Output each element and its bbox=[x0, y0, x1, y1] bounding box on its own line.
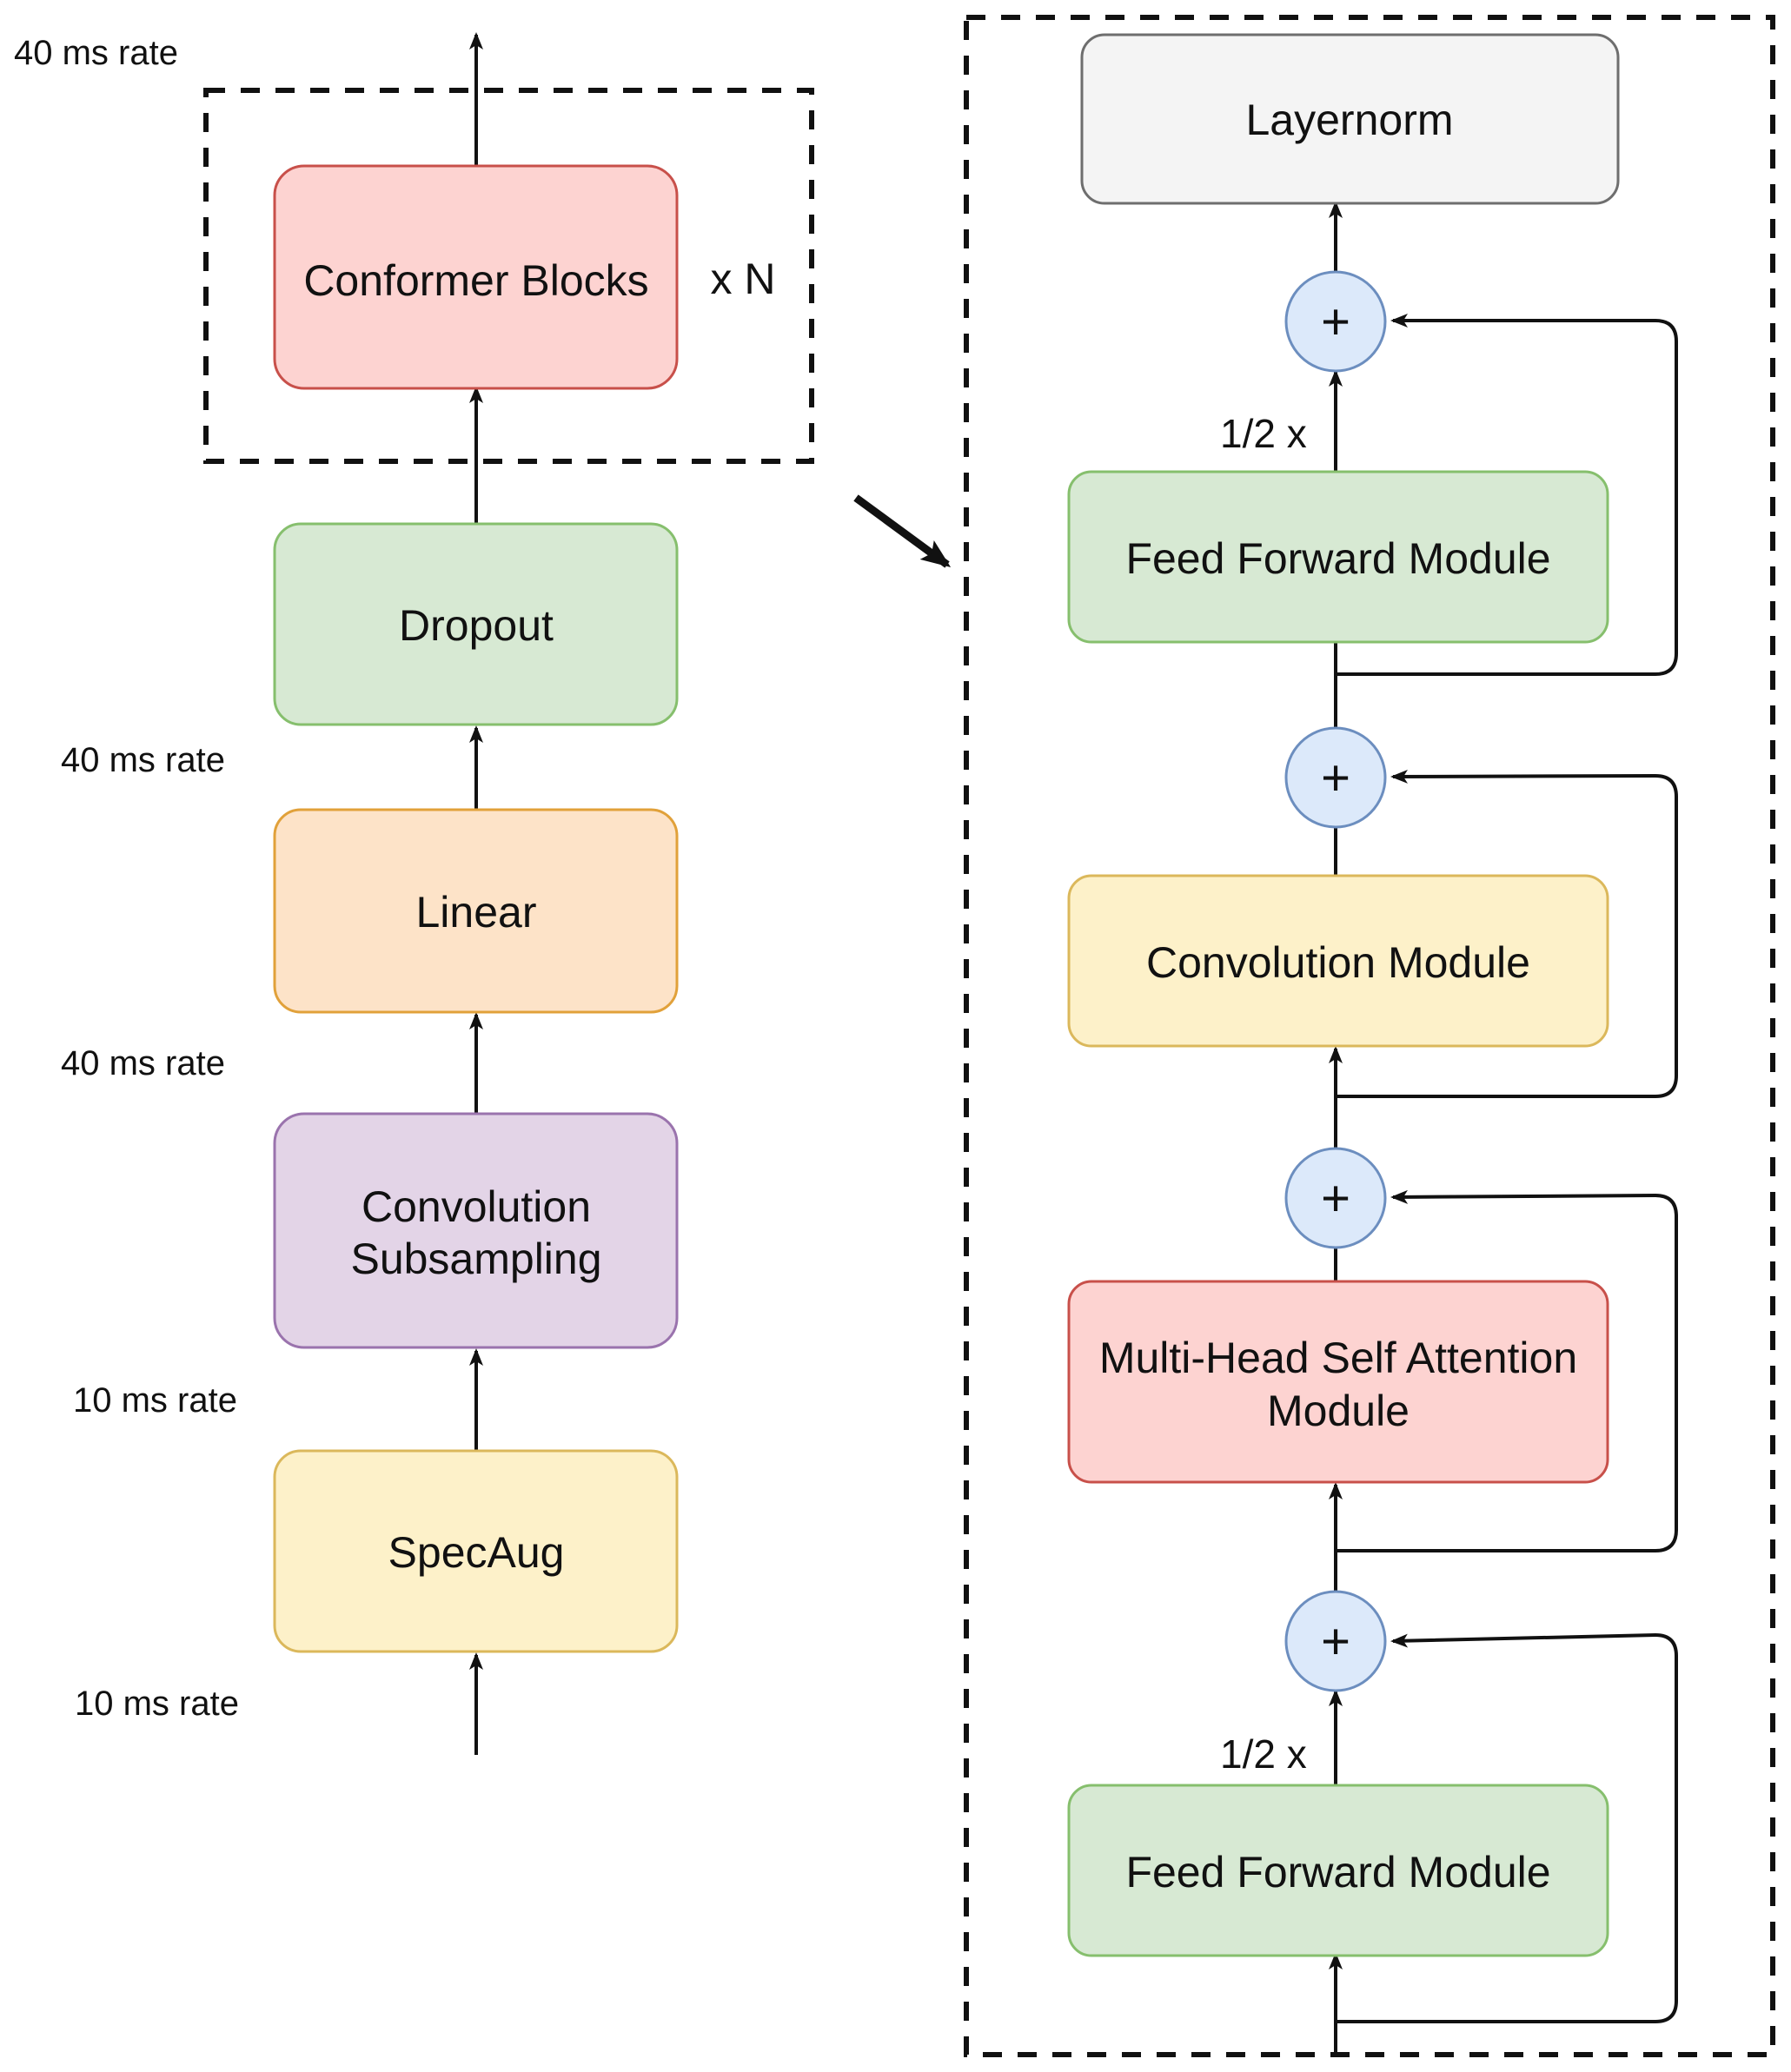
adder-3: + bbox=[1284, 726, 1387, 829]
conv-module-box: Convolution Module bbox=[1067, 874, 1609, 1048]
linear-label: Linear bbox=[416, 888, 537, 937]
adder-4: + bbox=[1284, 270, 1387, 373]
layernorm-box: Layernorm bbox=[1080, 33, 1620, 205]
mhsa-box: Multi-Head Self Attention Module bbox=[1067, 1280, 1609, 1484]
adder-1-plus: + bbox=[1321, 1613, 1350, 1670]
adder-3-plus: + bbox=[1321, 750, 1350, 806]
adder-2-plus: + bbox=[1321, 1170, 1350, 1227]
rate-label-specaug-out: 10 ms rate bbox=[73, 1381, 237, 1420]
conformer-block-detail-border bbox=[964, 15, 1775, 2057]
specaug-box: SpecAug bbox=[273, 1449, 679, 1653]
conv-subsampling-label-1: Convolution bbox=[362, 1182, 591, 1231]
conv-module-label: Convolution Module bbox=[1146, 938, 1530, 987]
rate-label-subsampling-out: 40 ms rate bbox=[61, 1044, 225, 1082]
expand-arrow bbox=[853, 494, 952, 568]
residual-connection-4 bbox=[1336, 314, 1678, 676]
residual-connection-3 bbox=[1336, 769, 1678, 1098]
rate-label-input: 10 ms rate bbox=[75, 1685, 239, 1723]
conformer-blocks-box: Conformer Blocks bbox=[273, 164, 679, 390]
adder-4-plus: + bbox=[1321, 294, 1350, 350]
rate-label-linear-out: 40 ms rate bbox=[61, 741, 225, 779]
conv-subsampling-box: Convolution Subsampling bbox=[273, 1112, 679, 1349]
layernorm-label: Layernorm bbox=[1246, 96, 1454, 144]
mhsa-label-1: Multi-Head Self Attention bbox=[1099, 1334, 1577, 1382]
specaug-label: SpecAug bbox=[388, 1528, 565, 1577]
adder-1: + bbox=[1284, 1590, 1387, 1692]
repeat-label: x N bbox=[711, 255, 776, 303]
ffn-top-box: Feed Forward Module bbox=[1067, 470, 1609, 644]
ffn-bottom-label: Feed Forward Module bbox=[1125, 1848, 1550, 1897]
residual-connection-2 bbox=[1336, 1189, 1678, 1552]
conv-subsampling-label-2: Subsampling bbox=[350, 1235, 601, 1283]
half-step-label-bottom: 1/2 x bbox=[1220, 1731, 1307, 1777]
residual-connection-1 bbox=[1336, 1632, 1678, 2023]
half-step-label-top: 1/2 x bbox=[1220, 411, 1307, 456]
rate-label-output: 40 ms rate bbox=[14, 34, 178, 72]
ffn-bottom-box: Feed Forward Module bbox=[1067, 1784, 1609, 1957]
conformer-blocks-label: Conformer Blocks bbox=[303, 256, 648, 305]
adder-2: + bbox=[1284, 1147, 1387, 1249]
mhsa-label-2: Module bbox=[1267, 1387, 1410, 1435]
dropout-label: Dropout bbox=[399, 601, 554, 650]
linear-box: Linear bbox=[273, 808, 679, 1014]
dropout-box: Dropout bbox=[273, 522, 679, 726]
ffn-top-label: Feed Forward Module bbox=[1125, 534, 1550, 583]
